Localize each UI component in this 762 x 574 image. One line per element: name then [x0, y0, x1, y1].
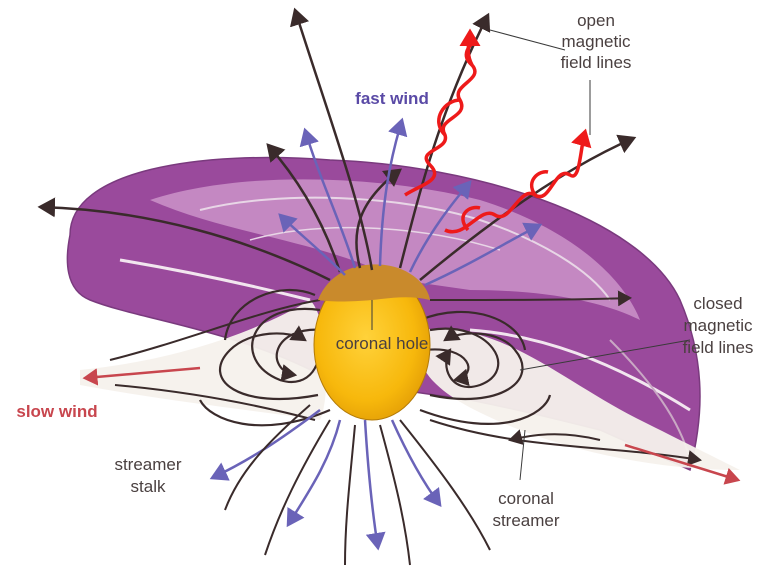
fast-wind-label: fast wind — [355, 89, 429, 108]
coronal-streamer-label-1: coronal — [498, 489, 554, 508]
streamer-stalk-label-1: streamer — [114, 455, 181, 474]
closed-lines-label-3: field lines — [683, 338, 754, 357]
streamer-stalk-label-2: stalk — [131, 477, 166, 496]
slow-wind-label: slow wind — [16, 402, 97, 421]
closed-lines-label-2: magnetic — [684, 316, 753, 335]
coronal-streamer-label-2: streamer — [492, 511, 559, 530]
open-lines-label-2: magnetic — [562, 32, 631, 51]
open-field-lines-lower — [225, 405, 490, 565]
open-lines-label-3: field lines — [561, 53, 632, 72]
open-lines-label-1: open — [577, 11, 615, 30]
closed-lines-label-1: closed — [693, 294, 742, 313]
coronal-hole-label: coronal hole — [336, 334, 429, 353]
